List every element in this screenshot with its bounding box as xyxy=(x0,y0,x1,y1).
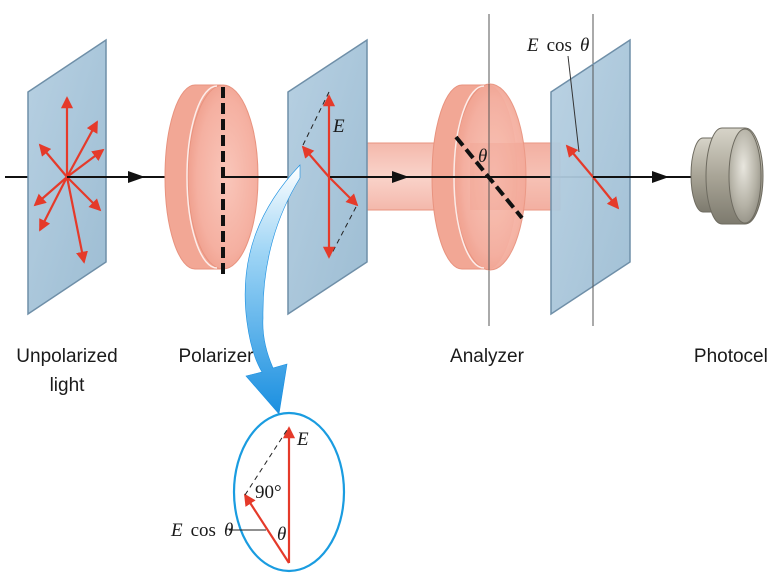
axis-arrowhead-3 xyxy=(652,171,669,183)
plate2-e-label: E xyxy=(332,116,345,137)
unpolarized-label-line1: Unpolarized xyxy=(16,346,117,367)
unpolarized-e-vectors xyxy=(33,96,105,264)
analyzed-plate xyxy=(550,38,631,316)
inset-vectors xyxy=(244,426,296,564)
plate2-e-vectors xyxy=(301,94,359,259)
axis-arrowhead-1 xyxy=(128,171,145,183)
polarized-plate xyxy=(287,38,368,316)
ecos-label-top: E cos θ xyxy=(526,35,589,56)
analyzer-theta-label: θ xyxy=(478,146,487,167)
unpolarized-label-line2: light xyxy=(50,375,86,396)
photocell-label: Photocell xyxy=(694,346,768,367)
inset-e-label: E xyxy=(296,429,309,450)
inset-right-angle-label: 90° xyxy=(255,482,282,503)
plate3-e-vectors xyxy=(565,144,620,210)
polarizer-label: Polarizer xyxy=(179,346,255,367)
axis-arrowhead-2 xyxy=(392,171,409,183)
analyzer-label: Analyzer xyxy=(450,346,525,367)
inset-theta-label: θ xyxy=(277,524,286,545)
ecos-label-inset: E cos θ xyxy=(170,520,233,541)
photocell-icon xyxy=(690,127,764,225)
ecos-leader-top xyxy=(567,55,580,153)
